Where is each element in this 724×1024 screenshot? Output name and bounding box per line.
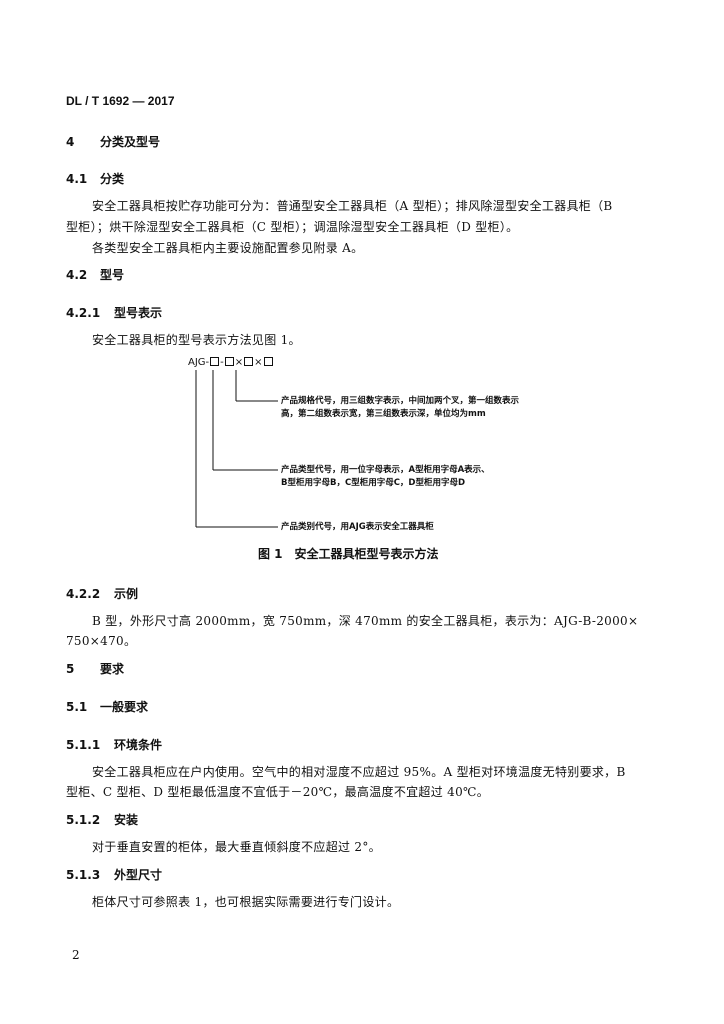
paragraph-5-1-1-line1: 安全工器具柜应在户内使用。空气中的相对湿度不应超过 95%。A 型柜对环境温度无… [92,765,626,779]
standard-number: DL / T 1692 — 2017 [66,94,175,108]
heading-title: 环境条件 [114,738,163,752]
heading-number: 5.1.3 [66,868,101,882]
heading-number: 5.1.2 [66,813,101,827]
heading-number: 5.1 [66,700,88,714]
heading-number: 4.1 [66,172,88,186]
heading-title: 示例 [114,587,139,601]
heading-number: 5.1.1 [66,738,101,752]
heading-5: 5 要求 [66,660,124,677]
model-code: AJG--×× [188,357,274,368]
paragraph-4-1-2: 各类型安全工器具柜内主要设施配置参见附录 A。 [92,241,364,255]
spec-code-description: 产品规格代号，用三组数字表示，中间加两个叉，第一组数表示高，第二组数表示宽，第三… [281,396,520,419]
paragraph-4-2-2-line1: B 型，外形尺寸高 2000mm，宽 750mm，深 470mm 的安全工器具柜… [92,614,639,628]
heading-5-1: 5.1 一般要求 [66,698,148,715]
type-code-description-line2: B型柜用字母B，C型柜用字母C，D型柜用字母D [281,478,466,488]
heading-4-2-2: 4.2.2 示例 [66,585,138,602]
heading-5-1-3: 5.1.3 外型尺寸 [66,866,162,883]
heading-number: 4 [66,135,75,149]
category-code-description: 产品类别代号，用AJG表示安全工器具柜 [281,522,434,532]
heading-number: 4.2 [66,268,88,282]
heading-title: 安装 [114,813,139,827]
paragraph-5-1-2: 对于垂直安置的柜体，最大垂直倾斜度不应超过 2°。 [92,840,381,854]
category-placeholder-box [210,357,220,366]
paragraph-4-2-2-line2: 750×470。 [66,634,137,648]
heading-4-2-1: 4.2.1 型号表示 [66,304,162,321]
heading-5-1-1: 5.1.1 环境条件 [66,736,162,753]
paragraph-4-1-line1: 安全工器具柜按贮存功能可分为：普通型安全工器具柜（A 型柜）；排风除湿型安全工器… [92,199,613,213]
heading-number: 5 [66,662,75,676]
page-number: 2 [72,948,80,962]
heading-4-2: 4.2 型号 [66,266,124,283]
paragraph-5-1-3: 柜体尺寸可参照表 1，也可根据实际需要进行专门设计。 [92,895,400,909]
width-placeholder-box [244,357,254,366]
depth-placeholder-box [263,357,273,366]
heading-title: 外型尺寸 [114,868,163,882]
heading-title: 型号表示 [114,306,163,320]
paragraph-4-1-line2: 型柜）；烘干除湿型安全工器具柜（C 型柜）；调温除湿型安全工器具柜（D 型柜）。 [66,220,519,234]
heading-title: 分类 [100,172,125,186]
heading-title: 一般要求 [100,700,149,714]
heading-number: 4.2.1 [66,306,101,320]
type-code-description-line1: 产品类型代号，用一位字母表示，A型柜用字母A表示、 [281,465,490,475]
heading-title: 型号 [100,268,125,282]
heading-4: 4 分类及型号 [66,133,160,150]
heading-number: 4.2.2 [66,587,101,601]
figure-caption: 图 1 安全工器具柜型号表示方法 [258,547,439,561]
heading-title: 分类及型号 [100,135,161,149]
paragraph-5-1-1-line2: 型柜、C 型柜、D 型柜最低温度不宜低于－20℃，最高温度不宜超过 40℃。 [66,785,490,799]
heading-4-1: 4.1 分类 [66,170,124,187]
heading-5-1-2: 5.1.2 安装 [66,811,138,828]
paragraph-4-2-1: 安全工器具柜的型号表示方法见图 1。 [92,333,301,347]
heading-title: 要求 [100,662,125,676]
type-placeholder-box [224,357,234,366]
